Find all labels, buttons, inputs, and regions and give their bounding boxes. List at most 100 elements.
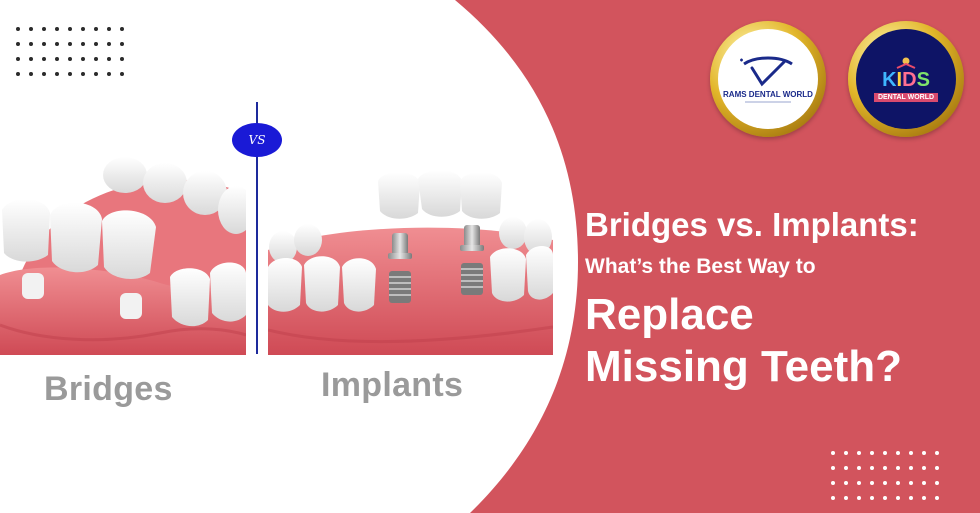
dot [42, 42, 46, 46]
dot [844, 481, 848, 485]
kids-letter-k: K [882, 68, 897, 91]
dot [29, 57, 33, 61]
dot [16, 57, 20, 61]
headline-line-2: What’s the Best Way to [585, 255, 816, 278]
rams-logo-text: RAMS DENTAL WORLD [723, 89, 813, 99]
dot [857, 451, 861, 455]
dot [81, 42, 85, 46]
dot [107, 57, 111, 61]
dot [935, 466, 939, 470]
dot [922, 481, 926, 485]
bridges-label: Bridges [44, 370, 173, 408]
dot-grid-top-left [16, 27, 126, 78]
dot [81, 72, 85, 76]
implants-label: Implants [321, 366, 464, 404]
dot [120, 27, 124, 31]
dot [81, 27, 85, 31]
dot [94, 42, 98, 46]
dot [94, 57, 98, 61]
dot [55, 72, 59, 76]
dot [42, 72, 46, 76]
vs-badge: VS [232, 123, 282, 157]
dot [909, 466, 913, 470]
dot [870, 481, 874, 485]
dot [935, 496, 939, 500]
dot [29, 27, 33, 31]
dot [55, 27, 59, 31]
dot [922, 496, 926, 500]
dot [909, 451, 913, 455]
dot [857, 466, 861, 470]
tooth-swoosh-icon [740, 56, 793, 86]
dot [68, 42, 72, 46]
dot [16, 42, 20, 46]
dot [870, 496, 874, 500]
dot [844, 496, 848, 500]
dot [870, 451, 874, 455]
dot [909, 481, 913, 485]
headline-line-4: Missing Teeth? [585, 342, 902, 391]
dental-implant-icon [268, 170, 553, 355]
kids-letter-d: D [902, 68, 917, 91]
dot [120, 42, 124, 46]
dot [909, 496, 913, 500]
headline: Bridges vs. Implants: What’s the Best Wa… [585, 205, 919, 393]
kids-letters: K I D S [882, 69, 930, 92]
dot [844, 451, 848, 455]
bridge-illustration [0, 155, 246, 355]
dot [68, 72, 72, 76]
dot [935, 451, 939, 455]
dot [857, 481, 861, 485]
dot [883, 451, 887, 455]
dot [831, 496, 835, 500]
rams-dental-world-logo: RAMS DENTAL WORLD [710, 21, 826, 137]
kids-logo-subtitle: DENTAL WORLD [873, 92, 939, 102]
kids-letter-i: I [896, 68, 903, 91]
dot [120, 72, 124, 76]
dot [107, 42, 111, 46]
dot [883, 466, 887, 470]
dot [883, 481, 887, 485]
dot [896, 451, 900, 455]
dot [55, 42, 59, 46]
dot [81, 57, 85, 61]
implant-illustration [268, 155, 553, 355]
dot [55, 57, 59, 61]
kids-letter-s: S [916, 68, 930, 91]
dot [896, 466, 900, 470]
headline-line-3: Replace [585, 290, 754, 339]
dot [870, 466, 874, 470]
dot [29, 42, 33, 46]
dot [94, 27, 98, 31]
dot [107, 27, 111, 31]
dot [16, 72, 20, 76]
dot [883, 496, 887, 500]
kids-figure-icon [896, 57, 916, 69]
dot [16, 27, 20, 31]
dot [896, 496, 900, 500]
dot [94, 72, 98, 76]
vs-divider-line [256, 102, 258, 354]
dental-bridge-icon [0, 157, 246, 355]
dot [120, 57, 124, 61]
dot [922, 451, 926, 455]
dot [68, 27, 72, 31]
headline-line-1: Bridges vs. Implants: [585, 206, 919, 243]
dot [831, 466, 835, 470]
dot [896, 481, 900, 485]
dot [42, 27, 46, 31]
kids-logo-inner: K I D S DENTAL WORLD [856, 29, 956, 129]
rams-tagline-line [745, 101, 791, 102]
dot [935, 481, 939, 485]
dot [857, 496, 861, 500]
dot [844, 466, 848, 470]
dot [107, 72, 111, 76]
dot-grid-bottom-right [831, 451, 941, 502]
rams-logo-inner: RAMS DENTAL WORLD [718, 29, 818, 129]
dot [68, 57, 72, 61]
dot [831, 451, 835, 455]
dot [42, 57, 46, 61]
dot [922, 466, 926, 470]
